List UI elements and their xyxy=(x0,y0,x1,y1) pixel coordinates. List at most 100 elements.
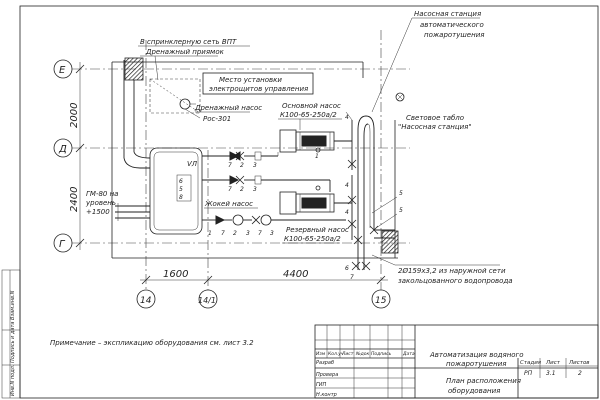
control-cabinets-label-1: Место установки xyxy=(219,76,282,84)
callout-3b: 3 xyxy=(253,186,257,193)
reserve-pump xyxy=(279,185,352,215)
hatched-column-top xyxy=(124,57,144,81)
drain-pit-label: Дренажный приямок xyxy=(145,48,225,56)
tb-header-sign: Подпись xyxy=(371,351,392,357)
drain-pit xyxy=(149,78,201,114)
hatched-column-right xyxy=(381,230,399,254)
callout-7d: 7 xyxy=(258,230,262,237)
drain-pump-label: Дренажный насос xyxy=(194,104,262,112)
callout-5b: 5 xyxy=(399,190,403,197)
project-title-1: Автоматизация водяного xyxy=(429,351,524,359)
axis-label-14: 14 xyxy=(140,296,152,306)
axis-bubble-d xyxy=(53,138,73,158)
tank-mark: VЛ xyxy=(187,160,198,168)
station-label-3: пожаротушения xyxy=(424,31,484,39)
callout-5c: 5 xyxy=(399,207,403,214)
note-text: Примечание – экспликацию оборудования см… xyxy=(50,339,254,347)
main-pump-label-1: Основной насос xyxy=(282,102,341,110)
axis-label-e: Е xyxy=(59,65,66,76)
margin-stamp: Инв.N подл. Подпись и дата Взам.инв.N xyxy=(1,269,21,399)
tb-row-gip: ГИП xyxy=(316,382,327,388)
callout-6b: 6 xyxy=(345,265,349,272)
reserve-pump-label-2: К100-65-250а/2 xyxy=(284,235,341,243)
main-pump: 1 xyxy=(279,129,352,160)
station-label-1: Насосная станция xyxy=(414,10,481,18)
sprinkler-net-label: В спринклерную сеть ВПТ xyxy=(140,38,237,46)
dimension-middle: 2400 xyxy=(69,187,80,212)
level-gauge-label-2: уровень xyxy=(85,199,116,207)
project-title-2: пожаротушения xyxy=(446,360,506,368)
drain-pump-symbol xyxy=(179,98,191,110)
callout-7c: 7 xyxy=(221,230,225,237)
axis-bubble-14-1 xyxy=(198,289,218,309)
tb-header-izm: Изм xyxy=(316,351,326,357)
sheet-title-1: План расположения xyxy=(446,377,521,385)
callout-3c: 3 xyxy=(246,230,250,237)
outer-net-label-2: закольцованного водопровода xyxy=(398,277,513,285)
tb-header-doc: №док xyxy=(355,351,370,357)
outer-net-label-1: 2Ø159х3,2 из наружной сети xyxy=(398,267,506,275)
callout-1b: 1 xyxy=(208,230,212,237)
level-gauge-label-3: +1500 xyxy=(86,208,110,216)
callout-3d: 3 xyxy=(270,230,274,237)
tb-header-kol: Кол.уч xyxy=(328,351,344,357)
drain-pump-model: Рос-301 xyxy=(203,115,231,123)
control-cabinets-box xyxy=(202,72,314,95)
callout-3a: 3 xyxy=(253,162,257,169)
level-gauge-label-1: ГМ-80 на xyxy=(86,190,118,198)
axis-label-14-1: 14/1 xyxy=(198,296,216,305)
light-board-label-2: "Насосная станция" xyxy=(398,123,472,131)
tb-row-norm: Н.контр xyxy=(316,392,337,398)
callout-8a: 8 xyxy=(179,194,183,201)
sheets-value: 2 xyxy=(578,370,582,377)
collector-pipe xyxy=(351,115,395,271)
main-pump-label-2: К100-65-250а/2 xyxy=(280,111,337,119)
callout-4b: 4 xyxy=(345,182,349,189)
dimension-lines: 2000 2400 1600 4400 xyxy=(69,62,388,285)
callout-7a: 7 xyxy=(228,162,232,169)
control-cabinets-label-2: электрощитов управления xyxy=(209,85,308,93)
walls xyxy=(111,57,399,259)
sheet-value: 3.1 xyxy=(546,370,556,377)
tb-row-checker: Провера xyxy=(316,372,338,378)
callout-7e: 7 xyxy=(350,274,354,281)
tb-header-date: Дата xyxy=(402,351,415,357)
tb-row-developer: Разраб xyxy=(316,360,334,366)
riser-pipe xyxy=(123,60,151,169)
sheet-frame xyxy=(19,5,599,399)
reserve-pump-label-1: Резервный насос xyxy=(286,226,349,234)
callout-2a: 2 xyxy=(240,162,244,169)
dimension-left-span: 1600 xyxy=(163,269,188,280)
grid-axes: Е Д Г 14 14/1 15 xyxy=(53,30,410,309)
axis-bubble-14 xyxy=(136,289,156,309)
water-tank xyxy=(149,147,203,235)
light-board-symbol xyxy=(395,92,405,102)
margin-stamp-text: Инв.N подл. Подпись и дата Взам.инв.N xyxy=(10,290,16,396)
reserve-suction-line: 7 2 3 xyxy=(202,175,331,193)
jockey-line: 1 7 2 3 7 3 xyxy=(202,214,346,237)
axis-bubble-g xyxy=(53,233,73,253)
callout-5a: 5 xyxy=(179,186,183,193)
axis-bubble-e xyxy=(53,59,73,79)
axis-label-g: Г xyxy=(59,239,66,250)
sheet-title-2: оборудования xyxy=(448,387,500,395)
callout-7b: 7 xyxy=(228,186,232,193)
callout-2b: 2 xyxy=(240,186,244,193)
jockey-pump-label: Жокей насос xyxy=(204,200,253,208)
main-suction-line: 7 2 3 xyxy=(202,151,278,169)
light-board-label-1: Световое табло xyxy=(406,114,464,122)
callout-6a: 6 xyxy=(179,178,183,185)
sheets-header: Листов xyxy=(568,360,590,366)
axis-label-15: 15 xyxy=(375,296,387,306)
callout-4c: 4 xyxy=(345,209,349,216)
axis-label-d: Д xyxy=(58,144,67,155)
title-block: Изм Кол.уч Лист №док Подпись Дата Разраб… xyxy=(314,324,599,399)
stage-value: РП xyxy=(524,370,533,377)
callout-4a: 4 xyxy=(345,114,349,121)
dimension-upper: 2000 xyxy=(69,103,80,128)
sheet-header: Лист xyxy=(545,360,561,366)
dimension-right-span: 4400 xyxy=(283,269,308,280)
stage-header: Стадия xyxy=(520,360,542,366)
